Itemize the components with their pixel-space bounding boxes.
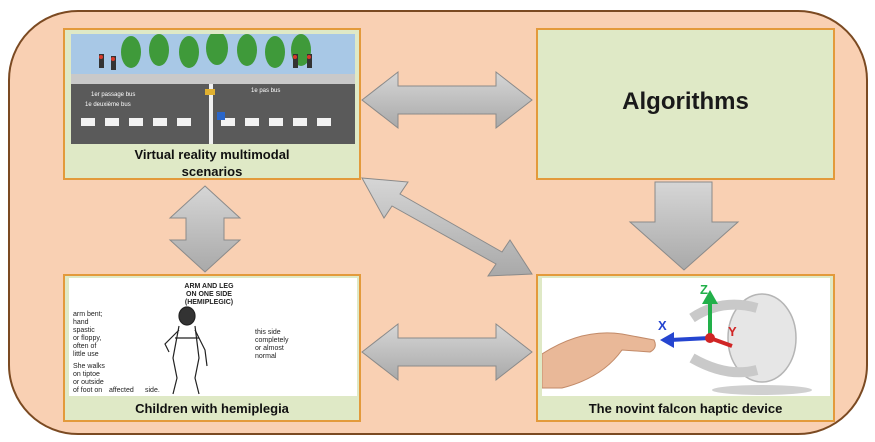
hemi-left-6: little use (73, 351, 99, 358)
axis-z-label: Z (700, 282, 708, 297)
haptic-caption: The novint falcon haptic device (588, 401, 783, 416)
arrow-children-haptic (361, 322, 533, 382)
hemi-walk-6: side. (145, 387, 160, 394)
hemi-title-2: ON ONE SIDE (186, 291, 232, 298)
hemi-left-3: spastic (73, 327, 95, 334)
children-caption: Children with hemiplegia (135, 401, 289, 416)
arrow-algorithms-haptic (628, 181, 740, 271)
node-haptic-device: Z X Y The novint falcon haptic device (536, 274, 835, 422)
arrow-vr-haptic-diagonal (361, 177, 533, 277)
vr-label-1: 1er passage bus (91, 92, 135, 98)
hemi-left-2: hand (73, 319, 89, 326)
hemi-right-3: or almost (255, 345, 284, 352)
vr-caption: Virtual reality multimodal scenarios (134, 147, 290, 179)
hemi-left-5: often of (73, 343, 96, 350)
hemi-right-2: completely (255, 337, 289, 344)
hand-illustration (542, 332, 656, 389)
hemi-title-3: (HEMIPLEGIC) (185, 299, 233, 306)
arrow-vr-algorithms (361, 70, 533, 130)
hemi-walk-4: of foot on (73, 387, 102, 394)
node-algorithms: Algorithms (536, 28, 835, 180)
hemi-title-1: ARM AND LEG (184, 283, 234, 290)
algorithms-label: Algorithms (622, 88, 749, 115)
hemi-right-4: normal (255, 353, 277, 360)
hemi-walk-1: She walks (73, 363, 105, 370)
haptic-device-illustration: Z X Y (542, 282, 812, 395)
falcon-body (727, 293, 797, 383)
vr-scene-illustration: 1er passage bus 1e deuxième bus 1e pas b… (71, 34, 355, 144)
node-vr-scenarios: 1er passage bus 1e deuxième bus 1e pas b… (63, 28, 361, 180)
haptic-device-image: Z X Y (542, 278, 830, 396)
axis-x-label: X (658, 318, 667, 333)
hemi-right-1: this side (255, 329, 281, 336)
hemi-walk-2: on tiptoe (73, 371, 100, 378)
x-axis-line (669, 336, 711, 342)
hemi-left-4: or floppy, (73, 335, 101, 342)
vr-scene-image: 1er passage bus 1e deuxième bus 1e pas b… (71, 34, 355, 144)
node-children-hemiplegia: ARM AND LEG ON ONE SIDE (HEMIPLEGIC) arm… (63, 274, 361, 422)
hemiplegia-illustration: ARM AND LEG ON ONE SIDE (HEMIPLEGIC) arm… (73, 283, 289, 395)
hemiplegia-image: ARM AND LEG ON ONE SIDE (HEMIPLEGIC) arm… (69, 278, 357, 396)
vr-label-2: 1e deuxième bus (85, 102, 131, 108)
vr-label-3: 1e pas bus (251, 88, 280, 94)
axis-y-label: Y (728, 324, 737, 339)
hemi-walk-5: affected (109, 387, 134, 394)
hemi-walk-3: or outside (73, 379, 104, 386)
child-figure (164, 306, 208, 395)
arrow-vr-children (168, 185, 242, 273)
hemi-left-1: arm bent; (73, 311, 103, 318)
